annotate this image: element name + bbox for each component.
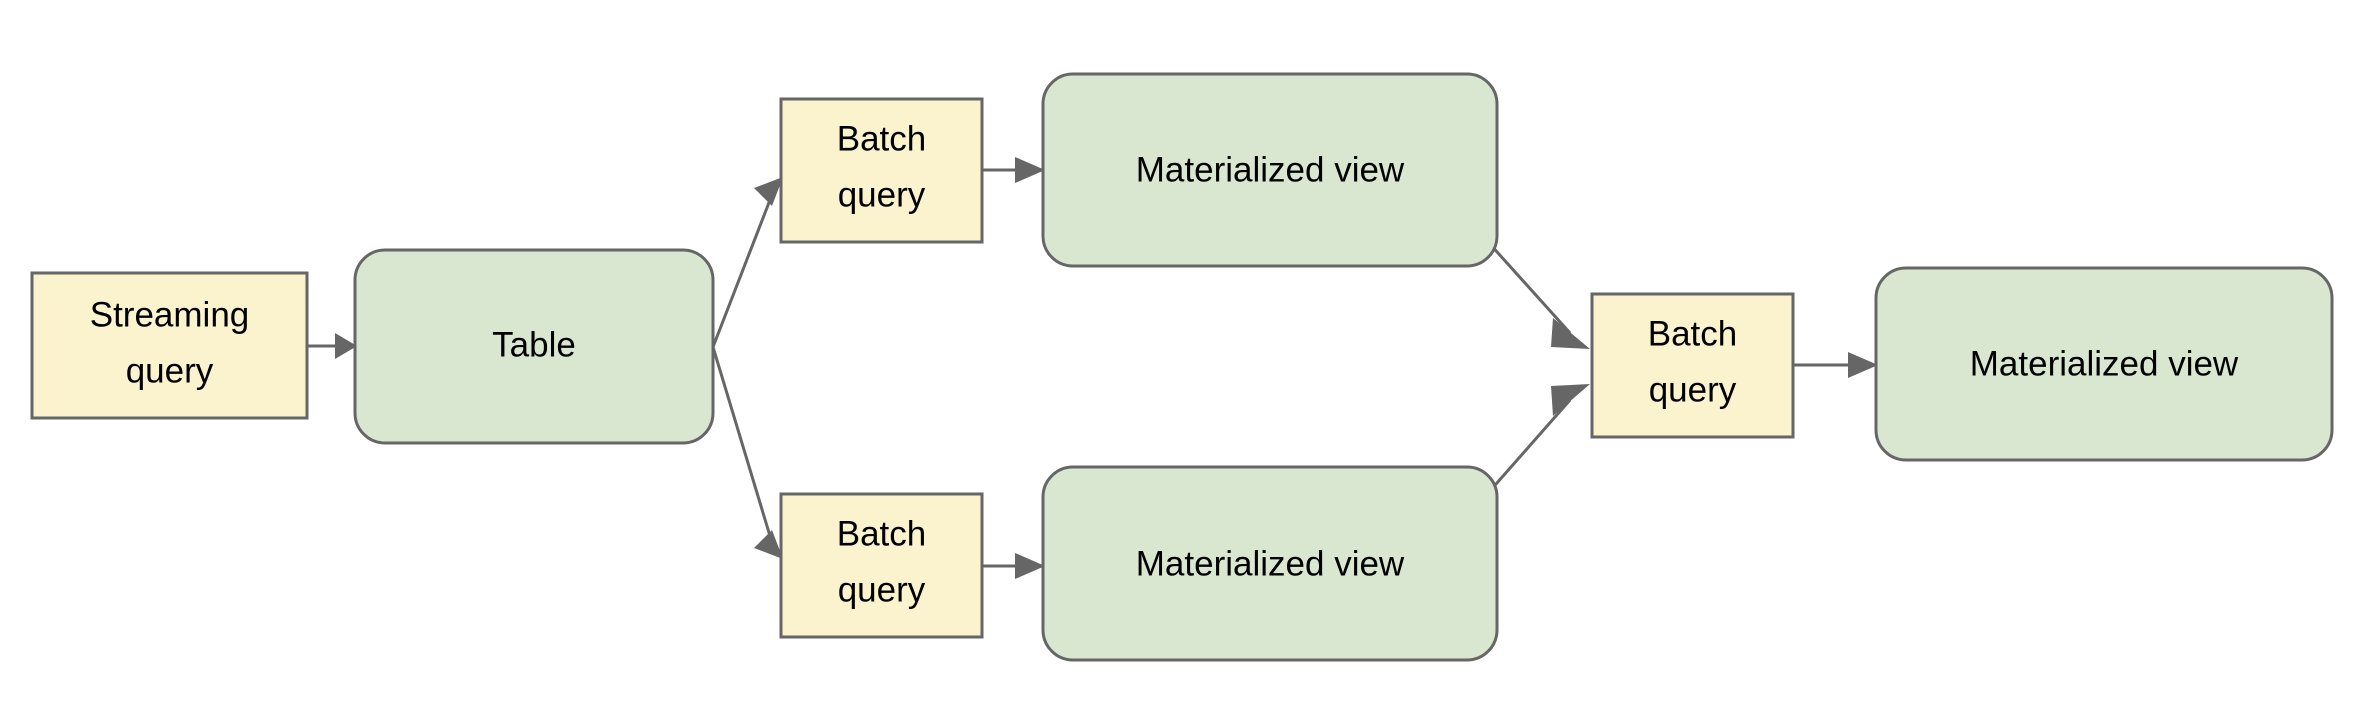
node-materialized-view-top-shape[interactable] (1041, 72, 1499, 268)
node-materialized-view-final-label: Materialized view (1970, 344, 2239, 383)
node-batch-query-bottom-label-line-2: query (838, 570, 926, 609)
node-batch-query-top-label-line-2: query (838, 175, 926, 214)
nodes-layer: Streaming query Table Batch query Materi… (30, 72, 2334, 662)
node-streaming-query-label-line-1: Streaming (90, 295, 250, 334)
node-batch-query-bottom[interactable]: Batch query (779, 492, 984, 639)
edge-materialized-view-top-to-batch-query-join-line (1487, 241, 1572, 335)
node-batch-query-bottom-label-line-1: Batch (837, 514, 927, 553)
edge-table-to-batch-query-top-arrowhead (754, 177, 783, 206)
node-batch-query-join-label-line-1: Batch (1648, 314, 1738, 353)
node-materialized-view-bottom[interactable]: Materialized view (1041, 465, 1499, 662)
node-streaming-query-shape[interactable] (30, 271, 309, 420)
node-batch-query-join-label-line-2: query (1649, 370, 1737, 409)
edge-batch-query-top-to-materialized-view-top (982, 157, 1045, 183)
edge-table-to-batch-query-top (711, 177, 783, 348)
node-materialized-view-top[interactable]: Materialized view (1041, 72, 1499, 268)
edge-batch-query-bottom-to-materialized-view-bottom-arrowhead (1015, 553, 1045, 579)
edge-streaming-to-table-arrowhead (335, 333, 357, 359)
node-streaming-query-label-line-2: query (126, 351, 214, 390)
edge-table-to-batch-query-top-line (711, 199, 772, 348)
edge-batch-query-bottom-to-materialized-view-bottom (982, 553, 1045, 579)
edge-batch-query-join-to-materialized-view-final-arrowhead (1848, 352, 1878, 378)
node-materialized-view-bottom-label: Materialized view (1136, 544, 1405, 583)
edge-materialized-view-bottom-to-batch-query-join-line (1487, 399, 1572, 493)
edge-batch-query-join-to-materialized-view-final (1793, 352, 1878, 378)
node-table-shape[interactable] (353, 248, 715, 445)
node-materialized-view-final[interactable]: Materialized view (1874, 266, 2334, 462)
node-streaming-query[interactable]: Streaming query (30, 271, 309, 420)
node-materialized-view-top-label: Materialized view (1136, 150, 1405, 189)
node-materialized-view-final-shape[interactable] (1874, 266, 2334, 462)
edge-streaming-to-table (307, 333, 357, 359)
edge-table-to-batch-query-bottom (711, 346, 783, 559)
edge-batch-query-top-to-materialized-view-top-arrowhead (1015, 157, 1045, 183)
node-batch-query-top-shape[interactable] (779, 97, 984, 244)
edge-table-to-batch-query-bottom-arrowhead (754, 530, 783, 559)
node-batch-query-join[interactable]: Batch query (1590, 292, 1795, 439)
node-table[interactable]: Table (353, 248, 715, 445)
node-materialized-view-bottom-shape[interactable] (1041, 465, 1499, 662)
edge-table-to-batch-query-bottom-line (711, 346, 772, 537)
node-batch-query-top[interactable]: Batch query (779, 97, 984, 244)
edge-materialized-view-bottom-to-batch-query-join (1487, 384, 1590, 493)
node-batch-query-join-shape[interactable] (1590, 292, 1795, 439)
edge-materialized-view-top-to-batch-query-join (1487, 241, 1590, 349)
node-table-label: Table (492, 325, 576, 364)
node-batch-query-bottom-shape[interactable] (779, 492, 984, 639)
node-batch-query-top-label-line-1: Batch (837, 119, 927, 158)
edge-materialized-view-top-to-batch-query-join-arrowhead (1551, 318, 1590, 349)
edge-materialized-view-bottom-to-batch-query-join-arrowhead (1551, 384, 1590, 416)
edges-layer (307, 157, 1878, 579)
